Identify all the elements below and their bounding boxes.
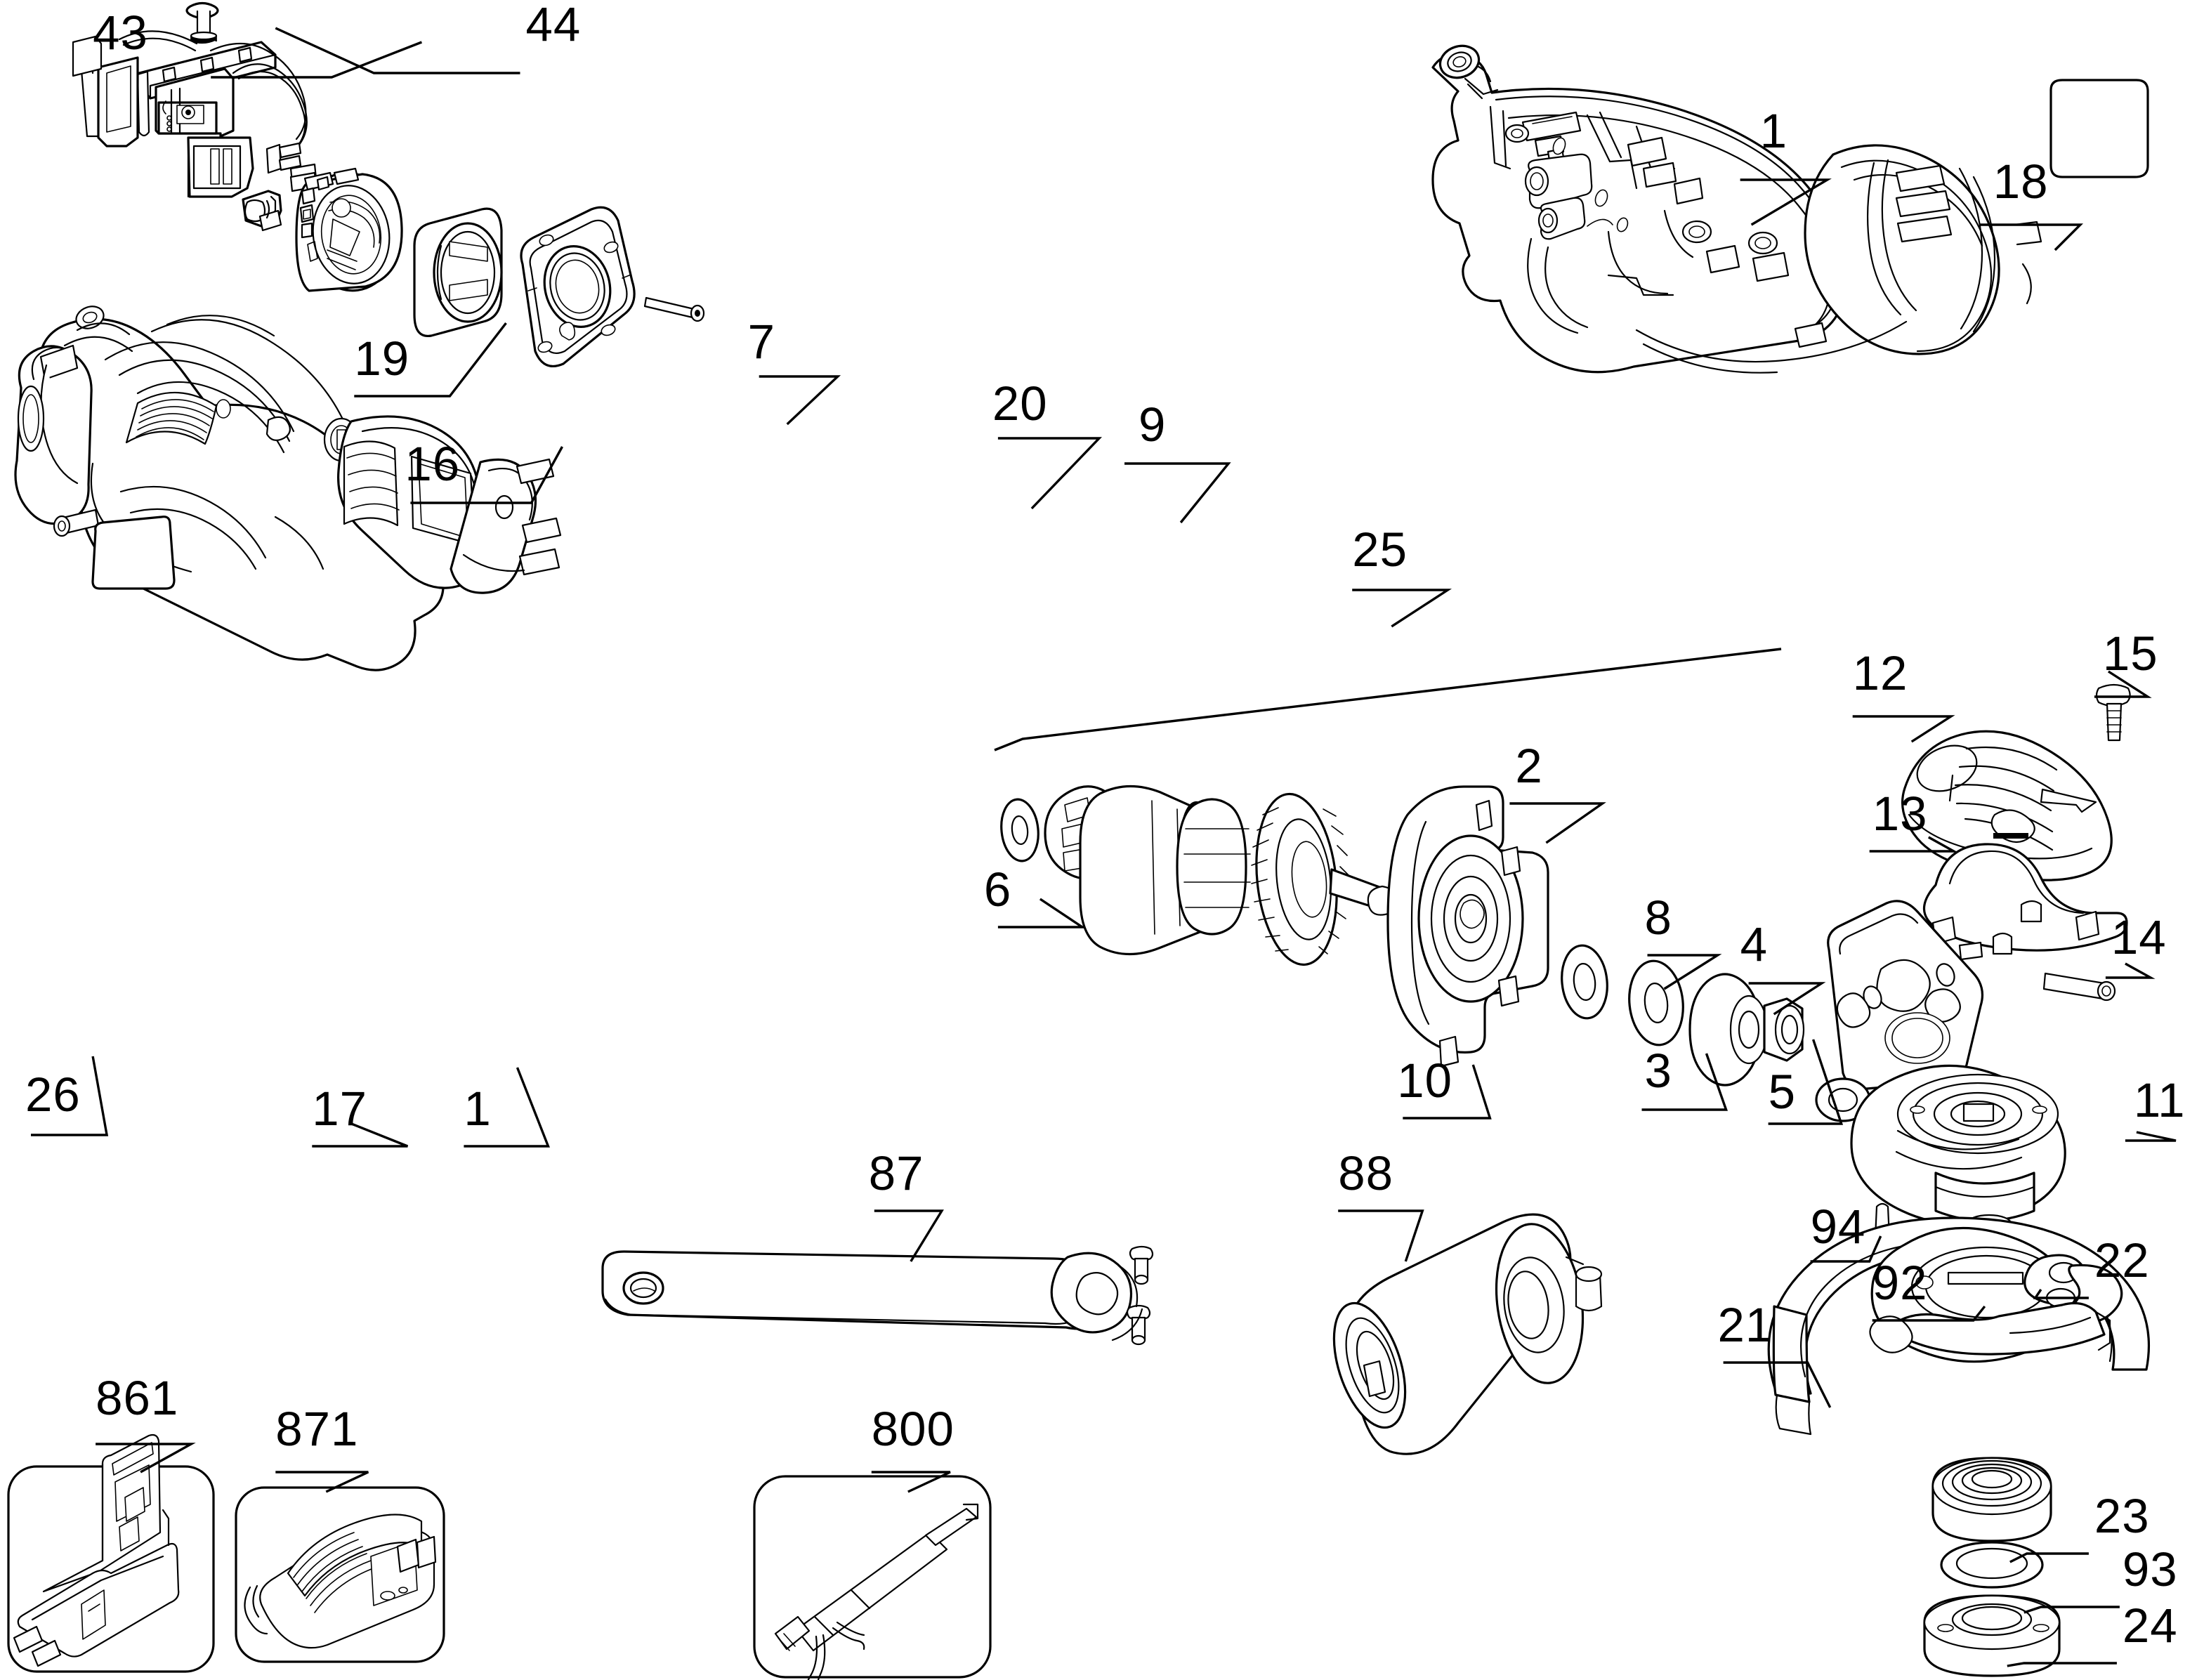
callout-number-19: 19: [354, 332, 410, 386]
leader-line-12: [1852, 715, 1955, 743]
callout-number-8: 8: [1644, 891, 1672, 945]
leader-line-18: [1979, 223, 2084, 251]
leader-line-15: [2094, 670, 2152, 698]
spanner-wrench-drawing: [601, 1245, 1154, 1346]
flange-stack-drawing: [1923, 1457, 2061, 1677]
callout-number-5: 5: [1768, 1065, 1796, 1119]
leader-line-20: [997, 437, 1102, 510]
leader-line-26: [31, 1056, 109, 1136]
tool-body-drawing: [14, 306, 562, 671]
gear-case-drawing: [1815, 900, 2116, 1306]
callout-number-7: 7: [747, 315, 776, 369]
leader-line-43: [211, 41, 423, 79]
leader-line-3: [1641, 1053, 1728, 1111]
callout-number-20: 20: [992, 376, 1048, 431]
motor-end-plate-drawing: [520, 206, 636, 367]
grease-gun-box-drawing: [753, 1475, 992, 1680]
callout-number-43: 43: [93, 6, 148, 60]
callout-number-18: 18: [1993, 155, 2049, 209]
callout-number-1: 1: [464, 1082, 492, 1136]
leader-line-9: [1124, 462, 1231, 524]
leader-line-4: [1748, 982, 1826, 1016]
callout-number-861: 861: [96, 1371, 179, 1425]
motor-sleeve-ring-drawing: [413, 207, 503, 338]
carrying-case-box-drawing: [7, 1433, 215, 1673]
callout-number-1: 1: [1759, 104, 1788, 158]
leader-line-21: [1723, 1361, 1832, 1408]
leader-line-1: [464, 1067, 550, 1148]
callout-number-94: 94: [1810, 1200, 1866, 1254]
callout-leader-lines: [31, 27, 2177, 1667]
callout-number-16: 16: [405, 437, 461, 491]
callout-number-9: 9: [1139, 398, 1167, 452]
field-stator-drawing: [295, 167, 403, 292]
leader-line-11: [2125, 1131, 2177, 1142]
leader-line-5: [1768, 1039, 1844, 1125]
leader-line-92: [1872, 1305, 1986, 1322]
callout-number-25: 25: [1352, 523, 1408, 577]
leader-line-93: [2023, 1606, 2120, 1614]
leader-line-7: [759, 375, 841, 426]
leader-line-88: [1338, 1209, 1424, 1262]
charger-box-drawing: [235, 1486, 445, 1663]
callout-number-4: 4: [1740, 917, 1768, 971]
leader-line-23: [2009, 1552, 2089, 1563]
leader-line-8: [1647, 954, 1722, 990]
leader-line-25: [1352, 589, 1452, 628]
side-handle-drawing: [1332, 1213, 1603, 1455]
callout-number-88: 88: [1338, 1146, 1393, 1200]
leader-line-871: [275, 1471, 369, 1493]
warning-label-drawing: [2049, 79, 2149, 178]
callout-number-15: 15: [2102, 626, 2158, 681]
callout-number-3: 3: [1644, 1044, 1672, 1098]
callout-number-92: 92: [1872, 1256, 1928, 1310]
callout-number-10: 10: [1397, 1054, 1453, 1108]
callout-number-11: 11: [2133, 1073, 2186, 1127]
leader-line-6: [997, 898, 1087, 928]
leader-line-800: [871, 1471, 951, 1493]
armature-assembly-drawing: [994, 648, 1805, 1087]
leader-line-16: [410, 446, 563, 504]
leader-line-1: [1740, 178, 1832, 226]
leader-line-10: [1403, 1064, 1492, 1120]
leader-line-94: [1810, 1235, 1882, 1263]
long-screw-drawing: [643, 296, 705, 322]
leader-line-19: [354, 322, 507, 398]
brush-cover-drawing: [1901, 683, 2131, 961]
callout-number-17: 17: [312, 1082, 368, 1136]
leader-line-17: [312, 1122, 409, 1148]
housing-clamshell-right-drawing: [1431, 44, 2042, 374]
leader-line-44: [275, 27, 520, 74]
switch-assembly-drawing: [72, 1, 317, 232]
leader-line-87: [874, 1209, 944, 1262]
callout-number-22: 22: [2094, 1233, 2150, 1287]
callout-number-24: 24: [2122, 1599, 2178, 1653]
leader-line-861: [96, 1443, 196, 1474]
callout-number-871: 871: [275, 1402, 359, 1456]
callout-number-87: 87: [868, 1146, 924, 1200]
callout-number-26: 26: [25, 1068, 81, 1122]
callout-number-800: 800: [871, 1402, 955, 1456]
callout-number-93: 93: [2122, 1542, 2178, 1596]
callout-number-14: 14: [2111, 910, 2167, 964]
leader-line-24: [2007, 1662, 2117, 1667]
callout-number-21: 21: [1717, 1298, 1773, 1352]
leader-line-2: [1509, 802, 1606, 844]
callout-number-2: 2: [1515, 739, 1543, 793]
callout-number-12: 12: [1852, 646, 1908, 700]
callout-number-6: 6: [983, 862, 1012, 917]
callout-number-44: 44: [525, 0, 582, 51]
leader-line-13: [1869, 836, 1959, 853]
leader-line-22: [2033, 1289, 2089, 1299]
callout-number-13: 13: [1872, 787, 1928, 841]
leader-line-14: [2105, 962, 2156, 979]
callout-number-23: 23: [2094, 1489, 2150, 1543]
